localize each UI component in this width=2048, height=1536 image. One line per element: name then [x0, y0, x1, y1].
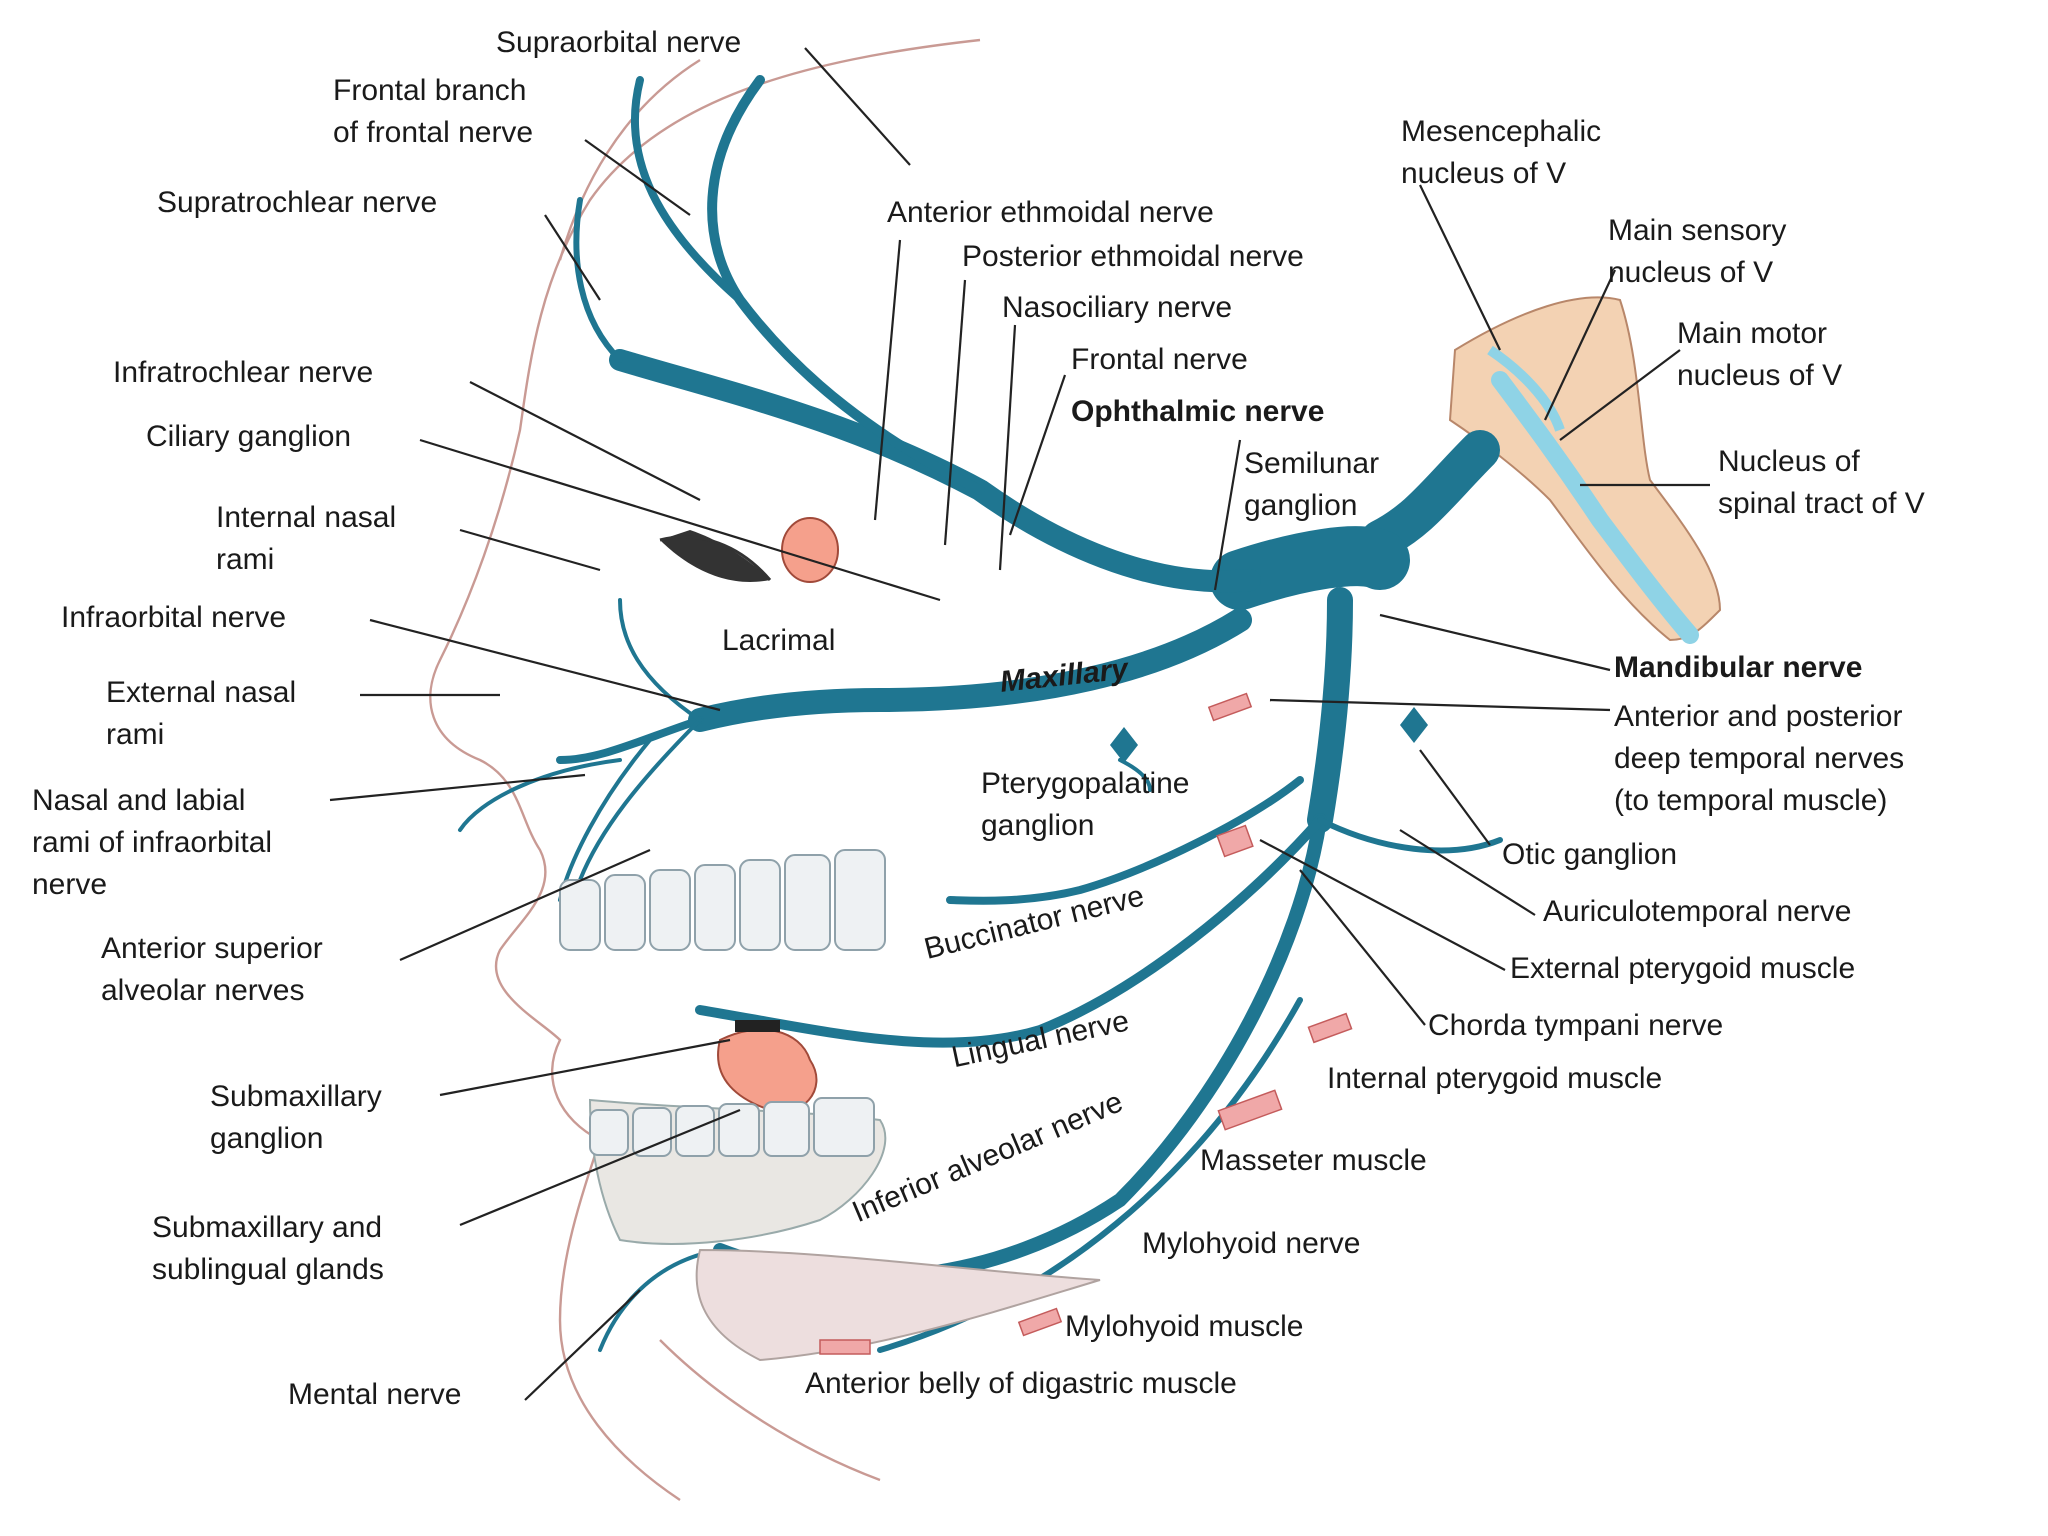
label-supraorbital-nerve: Supraorbital nerve: [496, 26, 742, 59]
label-lacrimal: Lacrimal: [722, 624, 836, 657]
label-frontal-branch: Frontal branch of frontal nerve: [333, 74, 534, 149]
label-nasociliary-nerve: Nasociliary nerve: [1002, 291, 1233, 324]
label-auriculotemporal-nerve: Auriculotemporal nerve: [1543, 895, 1852, 928]
otic-ganglion-marker: [1400, 707, 1428, 743]
label-mylohyoid-nerve: Mylohyoid nerve: [1142, 1227, 1361, 1260]
label-semilunar-ganglion: Semilunar ganglion: [1244, 447, 1380, 522]
label-mandibular-nerve: Mandibular nerve: [1614, 651, 1863, 684]
label-internal-pterygoid-muscle: Internal pterygoid muscle: [1327, 1062, 1663, 1095]
upper-teeth: [559, 849, 886, 951]
label-frontal-nerve: Frontal nerve: [1071, 343, 1248, 376]
label-deep-temporal-nerves: Anterior and posterior deep temporal ner…: [1614, 700, 1905, 817]
label-ophthalmic-nerve: Ophthalmic nerve: [1071, 395, 1325, 428]
submaxillary-gland: [717, 1028, 818, 1113]
pterygopalatine-ganglion-marker: [1110, 727, 1138, 763]
label-main-sensory-nucleus: Main sensory nucleus of V: [1608, 214, 1787, 289]
eye: [659, 530, 772, 582]
label-submaxillary-ganglion: Submaxillary ganglion: [210, 1080, 382, 1155]
label-submaxillary-glands: Submaxillary and sublingual glands: [152, 1211, 384, 1286]
label-chorda-tympani-nerve: Chorda tympani nerve: [1428, 1009, 1724, 1042]
muscle-markers: [819, 692, 1353, 1355]
label-pterygopalatine-ganglion: Pterygopalatine ganglion: [981, 767, 1190, 842]
lower-jaw: [588, 1097, 1101, 1362]
label-nasal-labial-rami: Nasal and labial rami of infraorbital ne…: [32, 784, 273, 901]
label-anterior-belly-digastric: Anterior belly of digastric muscle: [805, 1367, 1237, 1400]
brainstem: [1448, 296, 1722, 644]
label-anterior-superior-alveolar: Anterior superior alveolar nerves: [101, 932, 323, 1007]
label-supratrochlear-nerve: Supratrochlear nerve: [157, 186, 438, 219]
submaxillary-ganglion-marker: [735, 1020, 780, 1032]
label-mental-nerve: Mental nerve: [288, 1378, 462, 1411]
label-otic-ganglion: Otic ganglion: [1502, 838, 1678, 871]
leader-lines: [329, 47, 1710, 1401]
label-internal-nasal-rami: Internal nasal rami: [216, 501, 397, 576]
label-masseter-muscle: Masseter muscle: [1200, 1144, 1427, 1177]
label-posterior-ethmoidal-nerve: Posterior ethmoidal nerve: [962, 240, 1304, 273]
label-spinal-tract-nucleus: Nucleus of spinal tract of V: [1718, 445, 1925, 520]
label-ciliary-ganglion: Ciliary ganglion: [146, 420, 352, 453]
label-external-pterygoid-muscle: External pterygoid muscle: [1510, 952, 1856, 985]
label-main-motor-nucleus: Main motor nucleus of V: [1677, 317, 1843, 392]
face-outline: [429, 38, 981, 1501]
label-mylohyoid-muscle: Mylohyoid muscle: [1065, 1310, 1304, 1343]
label-external-nasal-rami: External nasal rami: [106, 676, 297, 751]
label-anterior-ethmoidal-nerve: Anterior ethmoidal nerve: [887, 196, 1214, 229]
lacrimal-gland: [781, 517, 839, 583]
label-infratrochlear-nerve: Infratrochlear nerve: [113, 356, 374, 389]
label-mesencephalic-nucleus: Mesencephalic nucleus of V: [1401, 115, 1602, 190]
label-infraorbital-nerve: Infraorbital nerve: [61, 601, 287, 634]
